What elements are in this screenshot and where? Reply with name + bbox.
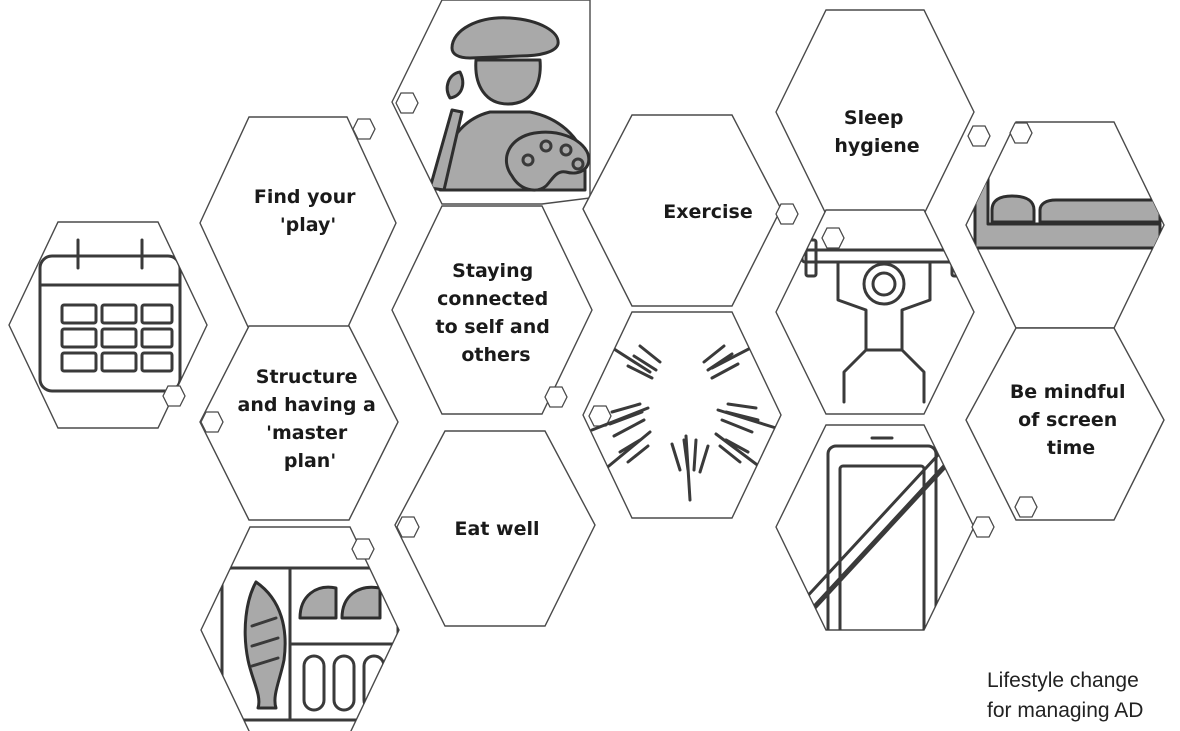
exercise-label: Exercise [663,201,752,223]
small-hexagon-decoration [162,385,186,407]
lunchbox-food-icon [220,566,399,722]
small-hexagon-decoration [352,118,376,140]
small-hexagon-decoration [351,538,375,560]
staying-connected-tile: Staying connected to self and others [391,205,593,415]
structure-label: Structure and having a 'master plan' [238,366,383,472]
joined-hands-icon [590,336,778,502]
small-hexagon-decoration [396,516,420,538]
food-tile [200,526,400,731]
sleep-hygiene-tile: Sleep hygiene [775,9,991,215]
small-hexagon-decoration [1014,496,1038,518]
find-your-play-label: Find your 'play' [254,186,362,236]
caption-line-2: for managing AD [987,699,1143,722]
small-hexagon-decoration [200,411,224,433]
bed-tile [965,121,1165,329]
joined-hands-tile [582,311,782,519]
calendar-icon [38,238,182,393]
caption: Lifestyle change for managing AD [987,669,1143,722]
crossed-out-phone-icon [800,436,961,630]
calendar-tile [8,221,208,429]
small-hexagon-decoration [395,92,419,114]
exercise-tile: Exercise [582,114,799,307]
staying-connected-label: Staying connected to self and others [436,260,557,366]
small-hexagon-decoration [821,227,845,249]
caption-line-1: Lifestyle change [987,669,1139,692]
screen-time-tile: Be mindful of screen time [965,327,1165,521]
bed-icon [973,168,1162,250]
small-hexagon-decoration [544,386,568,408]
artist-tile [391,0,591,205]
eat-well-label: Eat well [455,518,540,540]
phone-tile [775,424,995,631]
weightlifter-tile [775,209,975,415]
eat-well-tile: Eat well [394,430,596,627]
small-hexagon-decoration [1009,122,1033,144]
small-hexagon-decoration [971,516,995,538]
artist-with-palette-icon [428,16,590,192]
small-hexagon-decoration [775,203,799,225]
structure-tile: Structure and having a 'master plan' [162,325,399,521]
sleep-hygiene-label: Sleep hygiene [834,107,919,157]
screen-time-label: Be mindful of screen time [1010,381,1132,459]
find-your-play-tile: Find your 'play' [199,116,397,330]
small-hexagon-decoration [967,125,991,147]
small-hexagon-decoration [588,405,612,427]
